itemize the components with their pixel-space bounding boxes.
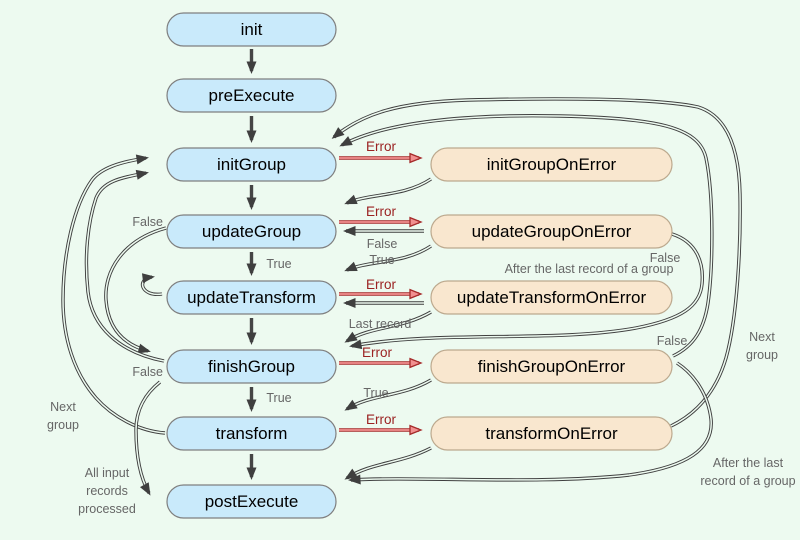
error-arrows: [339, 152, 423, 436]
label-true-to-updatetransform: True: [369, 253, 394, 267]
label-error-initgroup: Error: [366, 139, 397, 154]
label-error-transform: Error: [366, 412, 397, 427]
node-postexecute: postExecute: [166, 484, 337, 519]
node-updatetransform-label: updateTransform: [187, 288, 316, 307]
node-updategrouponerror-label: updateGroupOnError: [472, 222, 632, 241]
svg-text:processed: processed: [78, 502, 136, 516]
label-false-finishgroup-left: False: [132, 365, 163, 379]
edge-finishgrouponerror-to-initgroup: [339, 114, 714, 358]
svg-text:All input: All input: [85, 466, 130, 480]
label-error-updategroup: Error: [366, 204, 397, 219]
edge-finishgroup-to-initgroup: [84, 169, 165, 363]
node-init: init: [166, 12, 337, 47]
node-init-label: init: [241, 20, 263, 39]
edge-transformonerror-to-postexecute: [344, 446, 432, 480]
svg-text:Next: Next: [749, 330, 775, 344]
svg-text:record of a group: record of a group: [700, 474, 795, 488]
label-last-record: Last record: [349, 317, 412, 331]
node-finishgroup-label: finishGroup: [208, 357, 295, 376]
svg-text:group: group: [746, 348, 778, 362]
node-updategroup: updateGroup: [166, 214, 337, 249]
node-finishgroup: finishGroup: [166, 349, 337, 384]
node-finishgrouponerror: finishGroupOnError: [430, 349, 673, 384]
label-false-updategrouponerror: False: [650, 251, 681, 265]
node-preexecute-label: preExecute: [209, 86, 295, 105]
label-true-to-transform: True: [363, 386, 388, 400]
edge-updatetransformonerror-to-finishgroup: [344, 310, 432, 343]
node-updatetransform: updateTransform: [166, 280, 337, 315]
edge-updatetransform-self-loop: [140, 273, 163, 296]
edge-updategrouponerror-to-finishgroup: [349, 232, 705, 350]
label-error-updatetransform: Error: [366, 277, 397, 292]
node-preexecute: preExecute: [166, 78, 337, 113]
svg-text:Next: Next: [50, 400, 76, 414]
node-transformonerror-label: transformOnError: [485, 424, 618, 443]
label-false-updategroup-return: False: [367, 237, 398, 251]
node-transform-label: transform: [216, 424, 288, 443]
label-true-updategroup-down: True: [266, 257, 291, 271]
node-postexecute-label: postExecute: [205, 492, 299, 511]
label-false-updategroup-left: False: [132, 215, 163, 229]
node-finishgrouponerror-label: finishGroupOnError: [478, 357, 626, 376]
svg-text:group: group: [47, 418, 79, 432]
edge-transform-to-initgroup: [61, 154, 166, 435]
edge-finishgroup-to-postexecute: [134, 380, 162, 496]
label-false-finishgrouponerror: False: [657, 334, 688, 348]
label-true-finishgroup-down: True: [266, 391, 291, 405]
edge-initgrouponerror-to-updategroup: [344, 177, 432, 205]
node-initgrouponerror: initGroupOnError: [430, 147, 673, 182]
node-initgroup-label: initGroup: [217, 155, 286, 174]
node-initgrouponerror-label: initGroupOnError: [487, 155, 617, 174]
node-updategroup-label: updateGroup: [202, 222, 301, 241]
label-error-finishgroup: Error: [362, 345, 393, 360]
node-transform: transform: [166, 416, 337, 451]
node-initgroup: initGroup: [166, 147, 337, 182]
node-updatetransformonerror-label: updateTransformOnError: [457, 288, 647, 307]
edge-updategroup-to-finishgroup: [104, 226, 167, 354]
edge-transformonerror-to-initgroup: [331, 97, 742, 428]
label-next-group-right: Next group: [746, 330, 778, 362]
label-after-last-record-inline: After the last record of a group: [505, 262, 674, 276]
label-next-group-left: Next group: [47, 400, 79, 432]
node-transformonerror: transformOnError: [430, 416, 673, 451]
svg-text:records: records: [86, 484, 128, 498]
label-all-input-records-processed: All input records processed: [78, 466, 136, 516]
node-updategrouponerror: updateGroupOnError: [430, 214, 673, 249]
node-updatetransformonerror: updateTransformOnError: [430, 280, 673, 315]
edge-finishgrouponerror-to-postexecute: [348, 361, 713, 485]
label-after-last-record-right: After the last record of a group: [700, 456, 795, 488]
svg-text:After the last: After the last: [713, 456, 784, 470]
edge-updategrouponerror-to-updatetransform: [344, 244, 432, 272]
edge-finishgrouponerror-to-transform: [344, 378, 432, 411]
